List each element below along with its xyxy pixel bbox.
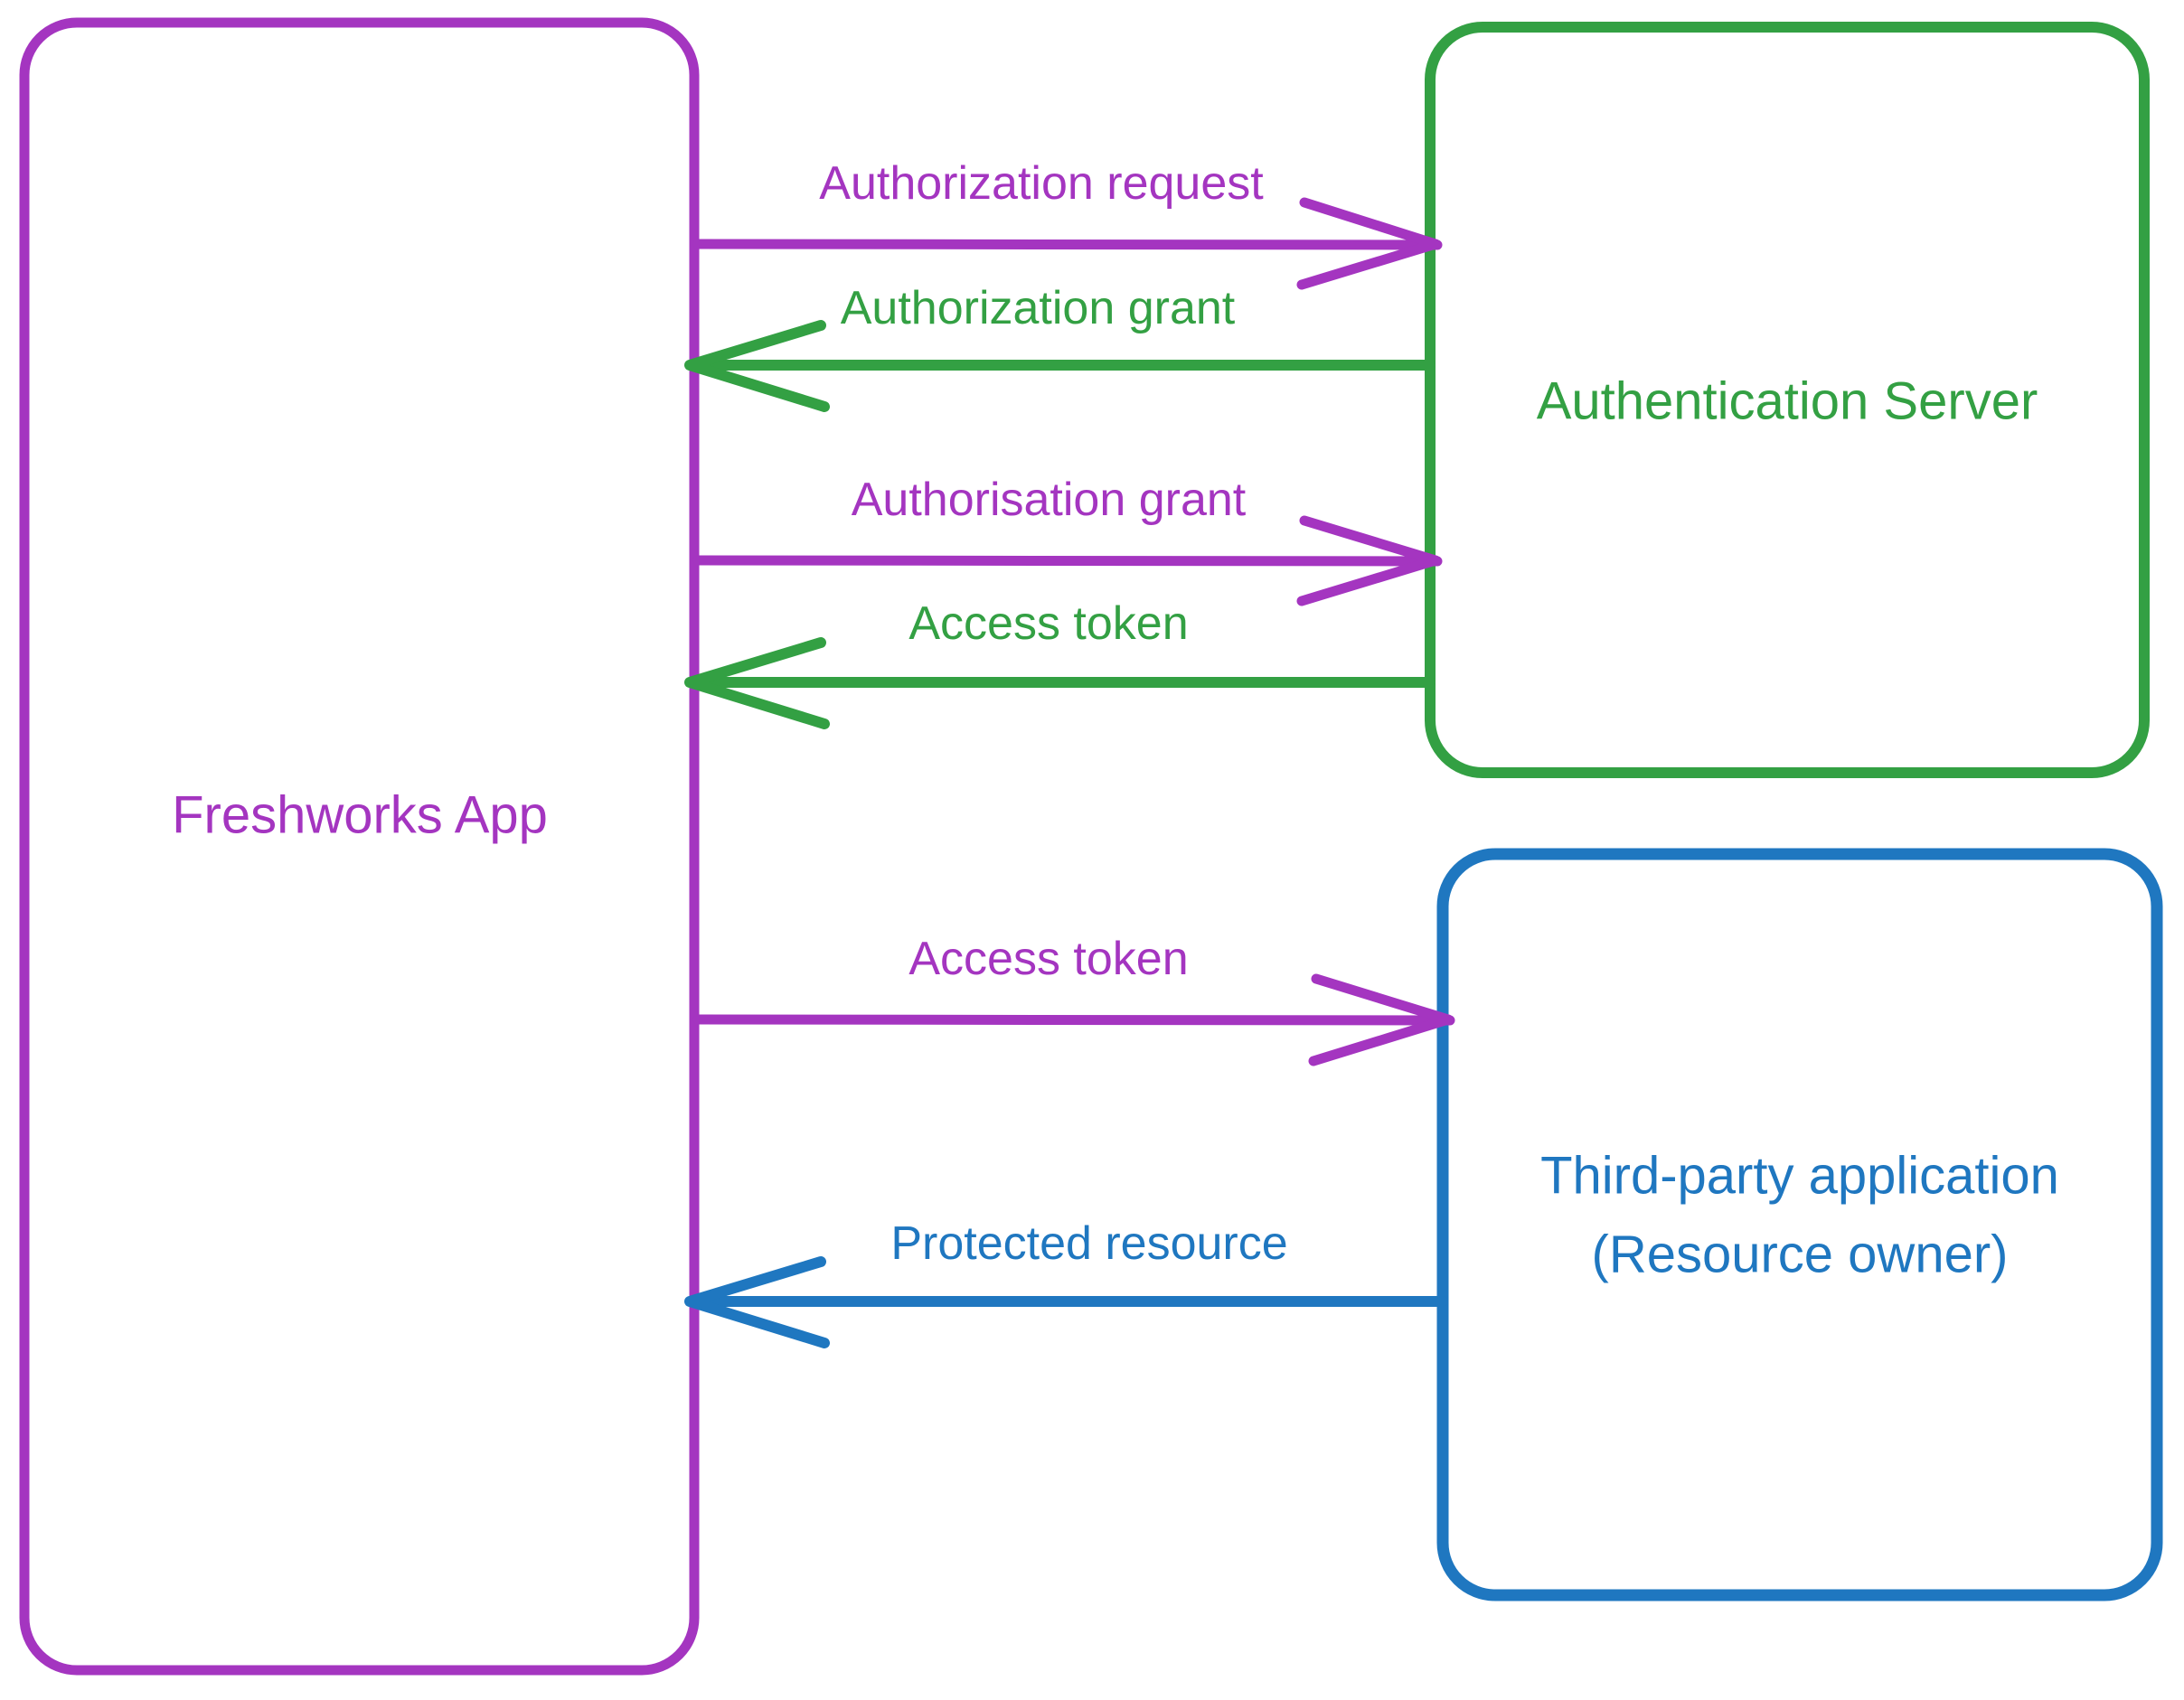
authorization-request-arrowhead <box>1296 197 1441 290</box>
node-third-party-application[interactable]: Third-party application (Resource owner) <box>1436 848 2163 1601</box>
edge-protected-resource[interactable]: Protected resource <box>684 1217 1448 1348</box>
edge-authorization-grant[interactable]: Authorization grant <box>684 282 1436 412</box>
authentication-server-box <box>1425 22 2150 778</box>
third-party-application-label-line2: (Resource owner) <box>1592 1225 2009 1283</box>
authentication-server-label: Authentication Server <box>1537 371 2038 430</box>
authorization-request-label: Authorization request <box>819 157 1264 210</box>
third-party-application-label-line1: Third-party application <box>1540 1146 2059 1205</box>
access-token-from-auth-server-label: Access token <box>908 597 1188 650</box>
freshworks-app-label: Freshworks App <box>172 785 548 844</box>
authorization-request-line <box>692 239 1443 250</box>
authorisation-grant-arrowhead <box>1296 515 1441 606</box>
edge-authorisation-grant[interactable]: Authorisation grant <box>692 474 1443 606</box>
protected-resource-arrowhead <box>684 1256 830 1348</box>
access-token-to-third-party-arrowhead <box>1308 973 1454 1066</box>
access-token-to-third-party-label: Access token <box>908 933 1188 985</box>
authorization-grant-arrowhead <box>684 320 830 412</box>
edge-access-token-to-third-party[interactable]: Access token <box>692 933 1455 1066</box>
authorisation-grant-line <box>692 555 1443 567</box>
protected-resource-label: Protected resource <box>890 1217 1287 1270</box>
authorization-grant-label: Authorization grant <box>841 282 1236 334</box>
access-token-to-third-party-line <box>692 1014 1455 1026</box>
freshworks-app-box <box>19 17 700 1676</box>
node-authentication-server[interactable]: Authentication Server <box>1425 22 2150 778</box>
authorisation-grant-label: Authorisation grant <box>852 474 1247 526</box>
edge-access-token-from-auth-server[interactable]: Access token <box>684 597 1436 729</box>
edge-authorization-request[interactable]: Authorization request <box>692 157 1443 290</box>
node-freshworks-app[interactable]: Freshworks App <box>19 17 700 1676</box>
access-token-from-auth-server-arrowhead <box>684 637 830 729</box>
third-party-application-box <box>1436 848 2163 1601</box>
